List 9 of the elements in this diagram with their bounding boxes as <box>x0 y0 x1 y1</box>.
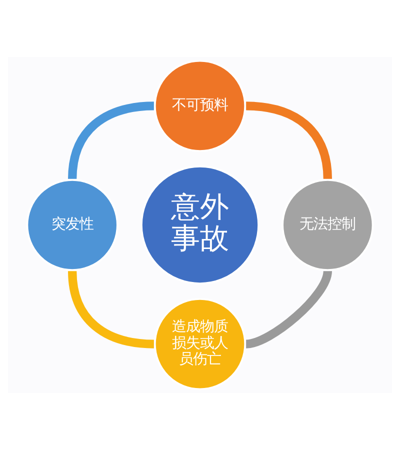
connector <box>246 101 332 179</box>
connector <box>245 270 332 348</box>
connector <box>68 270 154 348</box>
node-circle: 突发性 <box>26 178 118 271</box>
node-circle: 无法控制 <box>282 178 374 271</box>
node-circle: 意外事故 <box>140 164 260 284</box>
node-circle: 不可预料 <box>154 59 246 152</box>
connector <box>68 101 154 179</box>
node-circle: 造成物质损失或人员伤亡 <box>154 297 246 390</box>
